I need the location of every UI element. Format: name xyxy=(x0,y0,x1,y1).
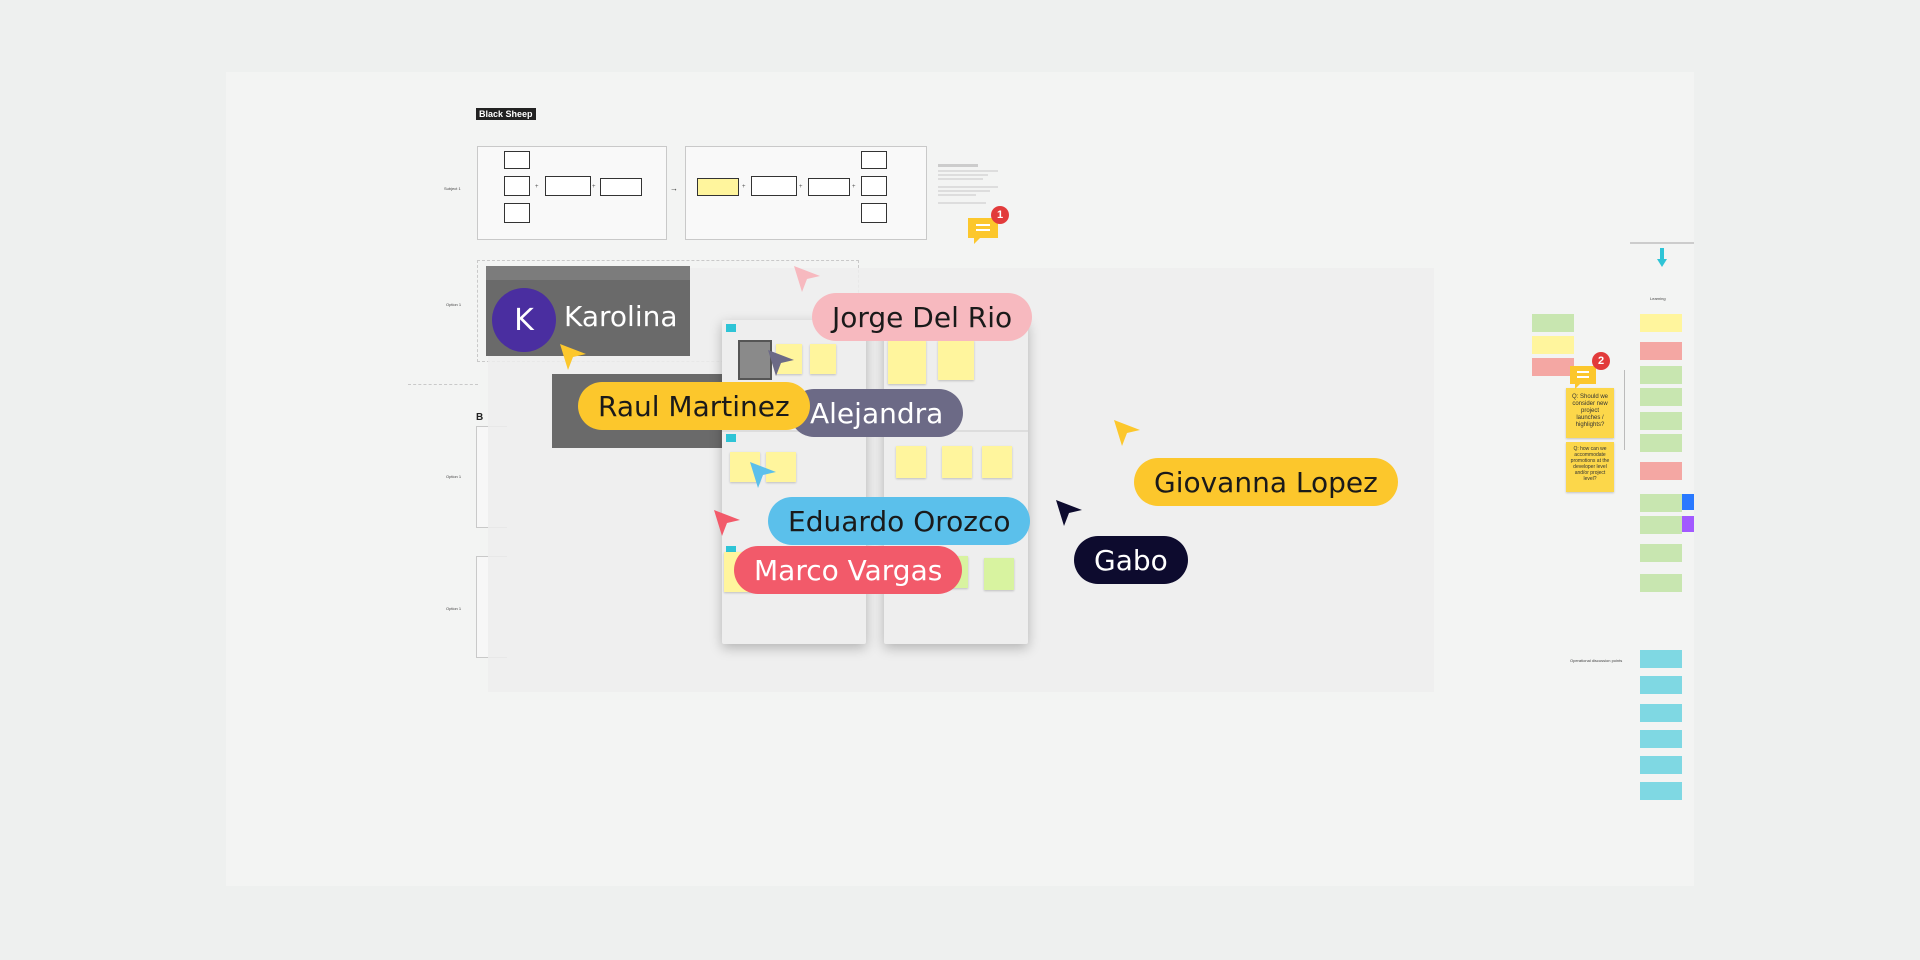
card[interactable] xyxy=(1640,314,1682,332)
cursor-pointer-icon xyxy=(714,510,740,536)
card[interactable] xyxy=(1640,704,1682,722)
card[interactable] xyxy=(1640,650,1682,668)
card[interactable] xyxy=(1640,574,1682,592)
column-tag-icon xyxy=(726,324,736,332)
column-tag-icon xyxy=(726,546,736,554)
section-title: B xyxy=(476,412,484,423)
section-label: Operational discussion points xyxy=(1570,658,1623,663)
collaborator-name-giovanna: Giovanna Lopez xyxy=(1134,458,1398,506)
diagram-box xyxy=(504,151,530,169)
right-panel-header: Learning xyxy=(1650,296,1666,301)
diagram-box xyxy=(600,178,642,196)
column-tag-icon xyxy=(726,434,736,442)
sticky-note[interactable] xyxy=(896,446,926,478)
card[interactable] xyxy=(1640,676,1682,694)
question-sticky[interactable]: Q: how can we accommodate promotions at … xyxy=(1566,442,1614,492)
card[interactable] xyxy=(1640,462,1682,480)
cursor-pointer-icon xyxy=(768,350,794,376)
collaborator-name-alejandra: Alejandra xyxy=(790,389,964,437)
sticky-note[interactable] xyxy=(810,344,836,374)
collaborator-name-marco: Marco Vargas xyxy=(734,546,963,594)
cursor-pointer-icon xyxy=(1056,500,1082,526)
diagram-box xyxy=(861,151,887,169)
board-title: Black Sheep xyxy=(476,108,536,120)
notes-text xyxy=(938,164,998,234)
diagram-box xyxy=(751,176,797,196)
row-label: Option 1 xyxy=(446,474,462,479)
diagram-box xyxy=(697,178,739,196)
card[interactable] xyxy=(1532,314,1574,332)
diagram-box xyxy=(861,203,887,223)
sticky-note[interactable] xyxy=(942,446,972,478)
card[interactable] xyxy=(1640,412,1682,430)
card[interactable] xyxy=(1640,756,1682,774)
card[interactable] xyxy=(1640,544,1682,562)
collaborator-name-karolina: Karolina xyxy=(564,300,678,333)
comment-count-badge: 1 xyxy=(991,206,1009,224)
collaborator-name-raul: Raul Martinez xyxy=(578,382,810,430)
cursor-pointer-icon xyxy=(560,344,586,370)
card[interactable] xyxy=(1640,494,1682,512)
arrow-down-icon xyxy=(1657,248,1667,273)
row-label: Subject 1 xyxy=(444,186,461,191)
diagram-box xyxy=(504,176,530,196)
diagram-box xyxy=(861,176,887,196)
image-card[interactable] xyxy=(738,340,772,380)
card[interactable] xyxy=(1640,516,1682,534)
diagram-box xyxy=(545,176,591,196)
comment-icon[interactable] xyxy=(966,216,1000,251)
card[interactable] xyxy=(1640,730,1682,748)
cursor-pointer-icon xyxy=(750,462,776,488)
avatar[interactable]: K xyxy=(492,288,556,352)
question-sticky[interactable]: Q: Should we consider new project launch… xyxy=(1566,388,1614,438)
collaborator-name-gabo: Gabo xyxy=(1074,536,1188,584)
sticky-note[interactable] xyxy=(982,446,1012,478)
card[interactable] xyxy=(1640,388,1682,406)
sticky-note[interactable] xyxy=(766,452,796,482)
sticky-note[interactable] xyxy=(984,558,1014,590)
card[interactable] xyxy=(1532,336,1574,354)
card[interactable] xyxy=(1532,358,1574,376)
cursor-pointer-icon xyxy=(1114,420,1140,446)
collaborator-name-eduardo: Eduardo Orozco xyxy=(768,497,1031,545)
row-label: Option 1 xyxy=(446,606,462,611)
sticky-note[interactable] xyxy=(938,340,974,380)
card[interactable] xyxy=(1640,434,1682,452)
card[interactable] xyxy=(1640,342,1682,360)
collaborator-name-jorge: Jorge Del Rio xyxy=(812,293,1033,341)
row-label: Option 1 xyxy=(446,302,462,307)
diagram-box xyxy=(808,178,850,196)
diagram-box xyxy=(504,203,530,223)
card[interactable] xyxy=(1640,782,1682,800)
comment-icon[interactable] xyxy=(1568,364,1598,397)
sticky-note[interactable] xyxy=(888,340,926,384)
card[interactable] xyxy=(1640,366,1682,384)
cursor-pointer-icon xyxy=(794,266,820,292)
comment-count-badge: 2 xyxy=(1592,352,1610,370)
